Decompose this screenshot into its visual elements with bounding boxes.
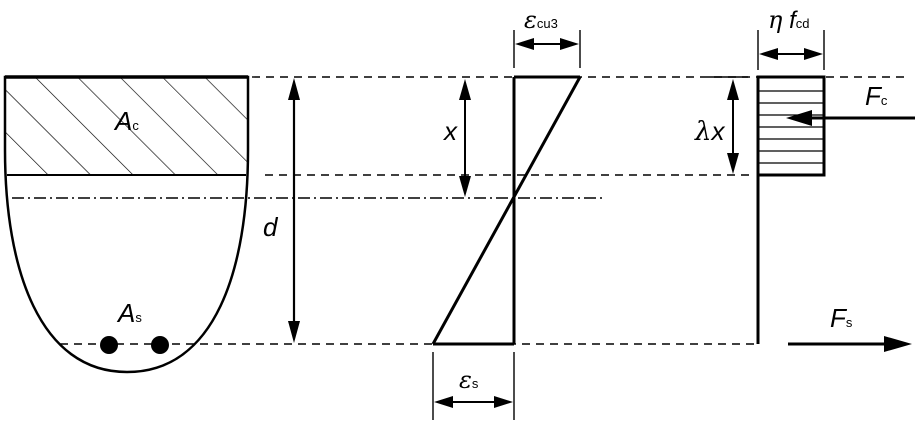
strain-profile-line [431,76,582,345]
steel-area-label: As [118,298,142,328]
depth-d-label: d [263,212,278,242]
stress-intensity-label: η fcd [768,6,810,34]
block-depth-label: λx [695,116,725,147]
top-strain-label: εcu3 [524,6,558,34]
compression-zone-hatch [5,77,248,175]
depth-x-label: x [444,116,457,146]
compression-area-label: Ac [115,106,139,136]
stress-block [756,30,826,344]
block-depth-dimension [708,76,748,174]
rebar-circle-right [151,336,169,354]
strain-diagram [431,30,582,420]
steel-strain-label: εs [459,366,479,394]
force-arrows [786,110,915,352]
concrete-force-label: Fc [865,81,888,111]
cross-section [3,75,602,374]
depth-d-dimension [288,78,300,343]
section-outline [3,75,250,374]
steel-force-label: Fs [830,303,853,333]
stress-rectangle [756,75,826,177]
arrowhead-down [288,321,300,343]
arrowhead-up [288,78,300,100]
depth-x-dimension [459,79,471,197]
rebar-circle-left [100,336,118,354]
